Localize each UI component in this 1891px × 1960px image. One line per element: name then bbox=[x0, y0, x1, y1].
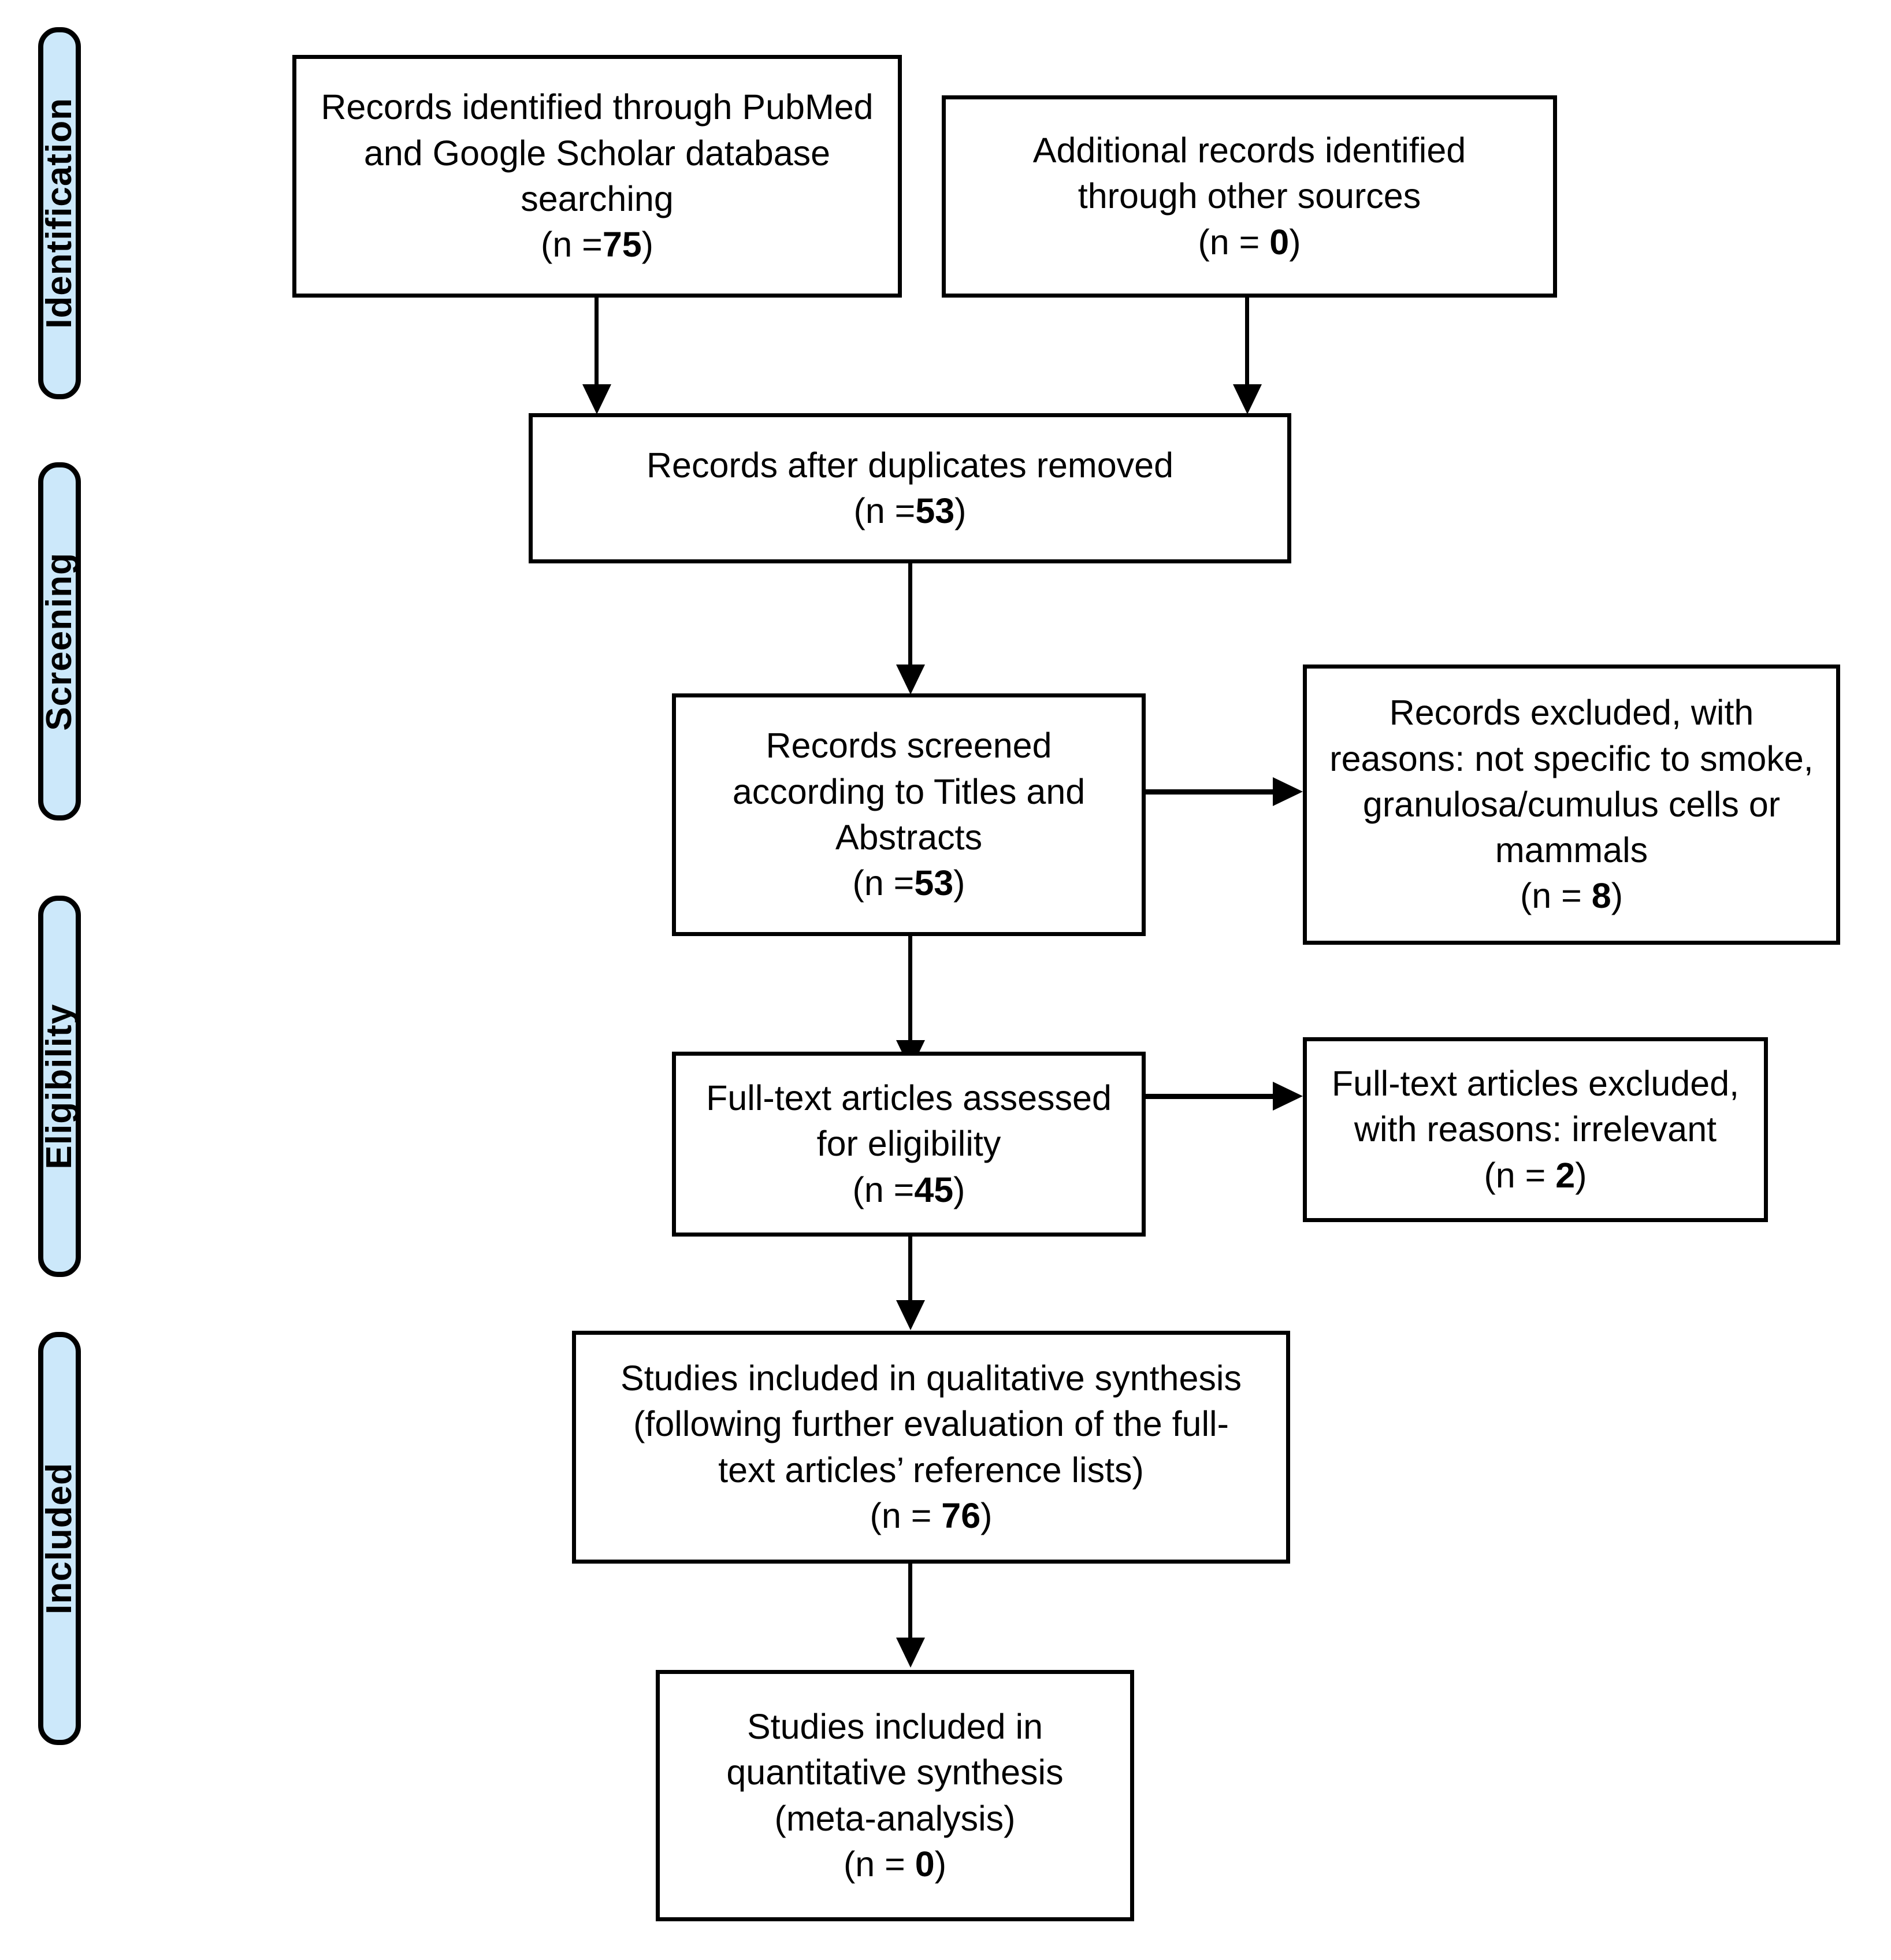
text-line: Additional records identified bbox=[1032, 131, 1466, 170]
arrowhead-other-sources-to-duplicates bbox=[1233, 384, 1262, 414]
count-value: 0 bbox=[1269, 222, 1290, 262]
box-quantitative-synthesis: Studies included in quantitative synthes… bbox=[656, 1670, 1134, 1921]
text-line: Records screened bbox=[766, 726, 1052, 766]
stage-label-included: Included bbox=[39, 1462, 79, 1614]
arrowhead-fulltext-to-excluded bbox=[1273, 1082, 1303, 1111]
count-value: 75 bbox=[602, 225, 642, 265]
box-additional-records-other-sources-text: Additional records identified through ot… bbox=[956, 128, 1543, 265]
count-value: 45 bbox=[914, 1170, 954, 1209]
stage-label-screening: Screening bbox=[39, 552, 79, 731]
stage-label-eligibility: Eligibility bbox=[39, 1003, 79, 1170]
count-line: (n = 76) bbox=[870, 1495, 993, 1535]
box-records-identified-database-text: Records identified through PubMed and Go… bbox=[307, 84, 887, 268]
text-line: Records identified through PubMed bbox=[321, 87, 874, 127]
count-value: 53 bbox=[914, 863, 954, 903]
connector-screened-to-fulltext bbox=[908, 936, 912, 1046]
text-line: searching bbox=[521, 179, 674, 218]
text-line: Full-text articles assessed bbox=[706, 1078, 1112, 1118]
text-line: Full-text articles excluded, bbox=[1331, 1064, 1740, 1104]
stage-label-identification: Identification bbox=[39, 98, 79, 329]
count-line: (n =53) bbox=[852, 863, 965, 903]
text-line: for eligibility bbox=[816, 1124, 1001, 1164]
arrowhead-duplicates-to-screened bbox=[896, 665, 925, 695]
arrowhead-screened-to-excluded bbox=[1273, 777, 1303, 806]
stage-pill-identification: Identification bbox=[38, 27, 81, 399]
box-records-excluded-text: Records excluded, with reasons: not spec… bbox=[1317, 690, 1826, 919]
text-line: text articles’ reference lists) bbox=[718, 1450, 1144, 1490]
stage-pill-screening: Screening bbox=[38, 462, 81, 821]
count-value: 2 bbox=[1555, 1155, 1576, 1195]
text-line: and Google Scholar database bbox=[363, 133, 831, 173]
count-value: 8 bbox=[1591, 876, 1611, 916]
arrowhead-fulltext-to-qualitative bbox=[896, 1300, 925, 1330]
text-line: Abstracts bbox=[835, 818, 983, 857]
text-line: quantitative synthesis bbox=[726, 1753, 1064, 1792]
connector-screened-to-excluded bbox=[1146, 789, 1274, 795]
text-line: mammals bbox=[1495, 830, 1648, 870]
box-fulltext-excluded-text: Full-text articles excluded, with reason… bbox=[1317, 1061, 1753, 1198]
count-value: 0 bbox=[915, 1844, 935, 1884]
count-line: (n = 0) bbox=[843, 1844, 947, 1884]
count-line: (n =53) bbox=[853, 491, 967, 530]
box-records-excluded: Records excluded, with reasons: not spec… bbox=[1303, 665, 1840, 945]
text-line: (meta-analysis) bbox=[774, 1798, 1016, 1838]
box-qualitative-synthesis: Studies included in qualitative synthesi… bbox=[572, 1331, 1290, 1564]
count-line: (n = 2) bbox=[1484, 1155, 1587, 1195]
box-fulltext-excluded: Full-text articles excluded, with reason… bbox=[1303, 1037, 1768, 1222]
connector-fulltext-to-qualitative bbox=[908, 1237, 912, 1305]
arrowhead-qualitative-to-quantitative bbox=[896, 1638, 925, 1668]
connector-qualitative-to-quantitative bbox=[908, 1564, 912, 1640]
box-records-identified-database: Records identified through PubMed and Go… bbox=[292, 55, 902, 298]
text-line: (following further evaluation of the ful… bbox=[633, 1404, 1229, 1444]
count-value: 53 bbox=[915, 491, 955, 530]
text-line: reasons: not specific to smoke, bbox=[1329, 738, 1814, 778]
text-line: Records after duplicates removed bbox=[646, 445, 1174, 485]
text-line: Records excluded, with bbox=[1389, 693, 1754, 733]
count-value: 76 bbox=[941, 1495, 981, 1535]
text-line: granulosa/cumulus cells or bbox=[1362, 784, 1781, 824]
connector-db-search-to-duplicates bbox=[595, 298, 599, 389]
stage-pill-eligibility: Eligibility bbox=[38, 896, 81, 1277]
text-line: Studies included in bbox=[746, 1706, 1043, 1746]
text-line: Studies included in qualitative synthesi… bbox=[621, 1358, 1242, 1398]
connector-fulltext-to-excluded bbox=[1146, 1094, 1274, 1099]
box-qualitative-synthesis-text: Studies included in qualitative synthesi… bbox=[586, 1356, 1276, 1539]
box-fulltext-assessed-text: Full-text articles assessed for eligibil… bbox=[686, 1075, 1131, 1213]
connector-other-sources-to-duplicates bbox=[1245, 298, 1249, 389]
connector-duplicates-to-screened bbox=[908, 563, 912, 670]
text-line: according to Titles and bbox=[732, 771, 1086, 811]
box-records-screened: Records screened according to Titles and… bbox=[672, 693, 1146, 936]
text-line: through other sources bbox=[1078, 176, 1421, 216]
count-line: (n =75) bbox=[541, 225, 653, 265]
box-records-after-duplicates-removed: Records after duplicates removed (n =53) bbox=[529, 413, 1291, 563]
box-records-screened-text: Records screened according to Titles and… bbox=[686, 723, 1131, 906]
arrowhead-db-search-to-duplicates bbox=[582, 384, 611, 414]
count-line: (n = 8) bbox=[1520, 876, 1623, 916]
count-line: (n =45) bbox=[852, 1170, 965, 1209]
text-line: with reasons: irrelevant bbox=[1354, 1109, 1717, 1149]
count-line: (n = 0) bbox=[1198, 222, 1301, 262]
box-quantitative-synthesis-text: Studies included in quantitative synthes… bbox=[670, 1704, 1120, 1887]
box-records-after-duplicates-removed-text: Records after duplicates removed (n =53) bbox=[543, 443, 1277, 534]
box-additional-records-other-sources: Additional records identified through ot… bbox=[942, 95, 1557, 298]
box-fulltext-assessed: Full-text articles assessed for eligibil… bbox=[672, 1052, 1146, 1237]
stage-pill-included: Included bbox=[38, 1332, 81, 1745]
